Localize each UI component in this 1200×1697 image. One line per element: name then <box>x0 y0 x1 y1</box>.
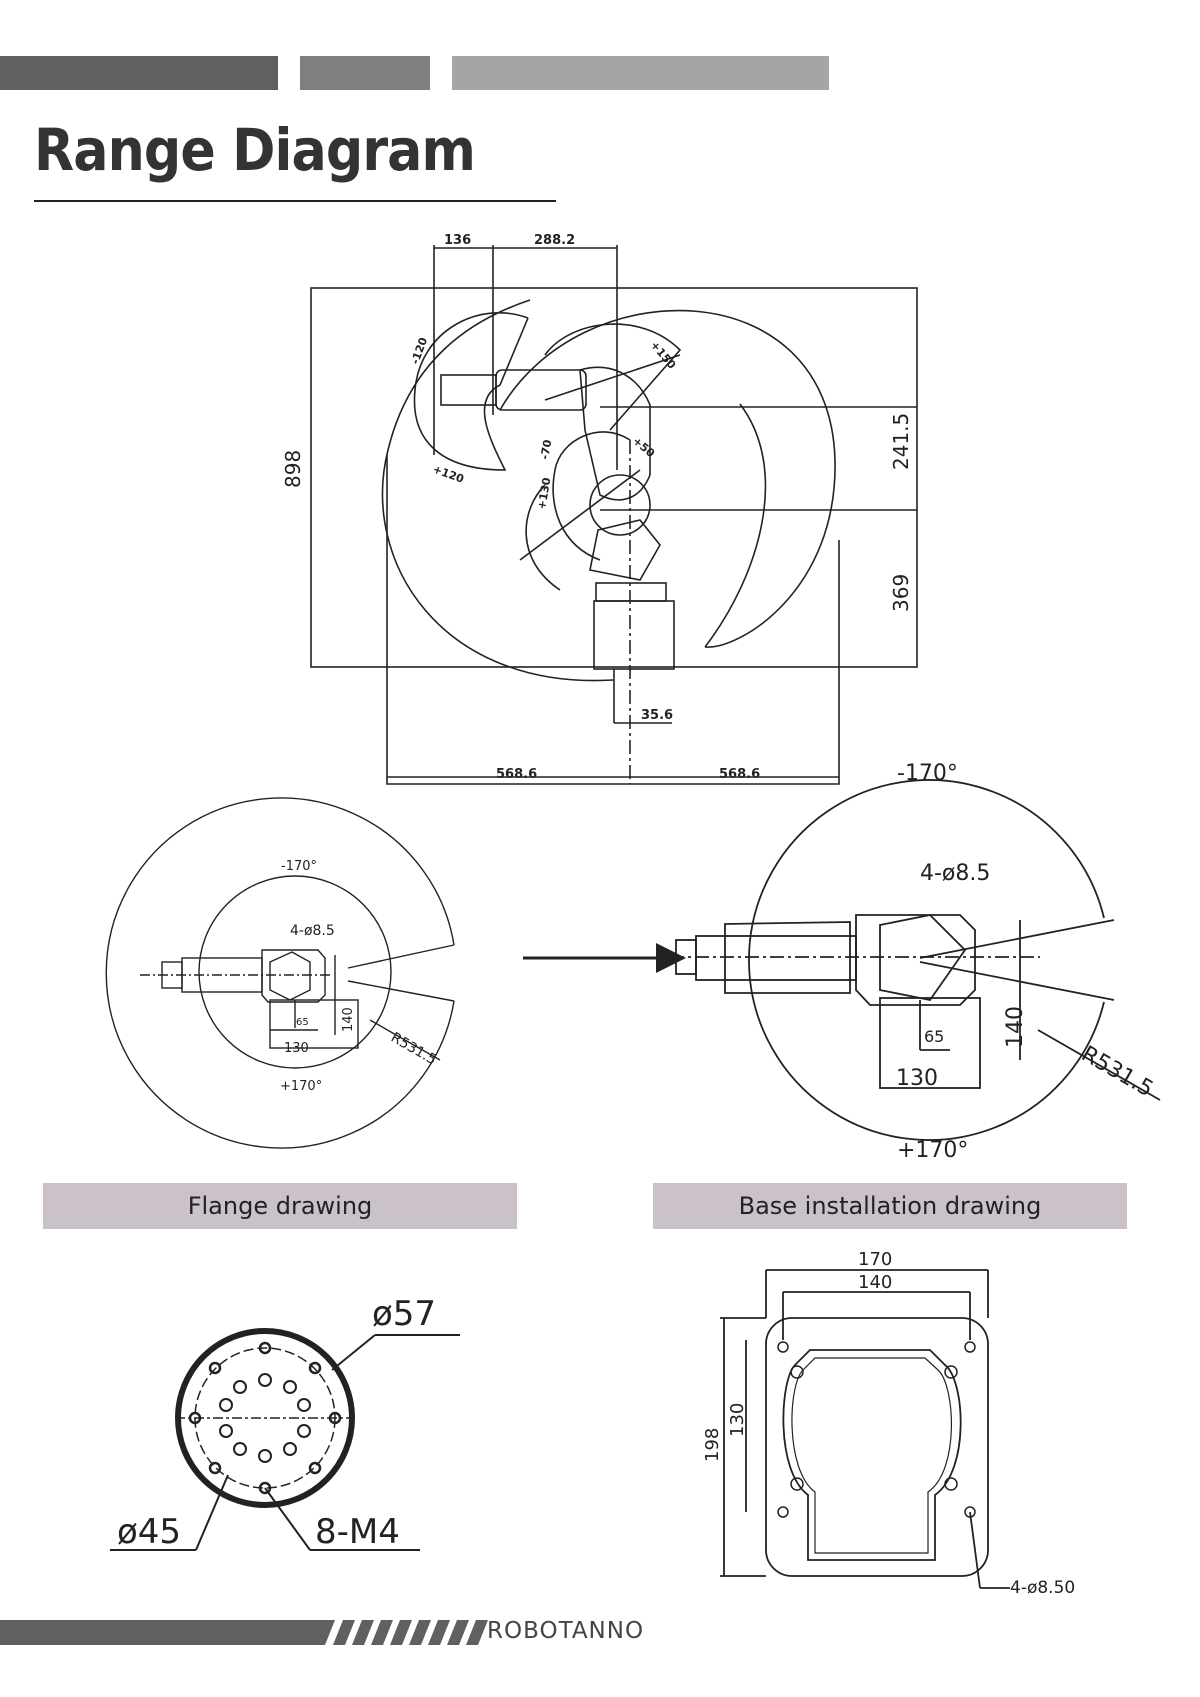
flange-holes-inner <box>219 1373 311 1463</box>
top-view-small <box>105 797 455 1149</box>
flange-holes-outer <box>188 1341 342 1495</box>
small-holes: 4-ø8.5 <box>290 923 335 939</box>
reach-arc-left <box>381 299 614 682</box>
reach-arc <box>499 309 836 648</box>
base-installation-drawing <box>720 1269 1010 1589</box>
flange-outer-dia: ø57 <box>372 1294 436 1334</box>
dim-136: 136 <box>444 233 471 248</box>
footer-decoration <box>0 1620 488 1645</box>
large-angle-top: -170° <box>897 761 958 786</box>
header-bar-mid <box>300 56 430 90</box>
caption-flange-drawing: Flange drawing <box>43 1183 517 1229</box>
dim-241-5: 241.5 <box>889 413 913 470</box>
side-view-drawing <box>310 245 918 785</box>
header-bar-light <box>452 56 829 90</box>
top-view-large-labels: -170° +170° 4-ø8.5 65 130 140 R531.5 <box>896 761 1157 1163</box>
tool-flange <box>440 374 497 406</box>
caption-base-text: Base installation drawing <box>738 1192 1042 1220</box>
dim-369: 369 <box>889 574 913 612</box>
large-holes: 4-ø8.5 <box>920 861 990 886</box>
large-dim-140: 140 <box>1003 1006 1028 1048</box>
inner-circle-small <box>198 875 392 1069</box>
dim-568-6-right: 568.6 <box>719 767 760 782</box>
small-dim-140: 140 <box>341 1007 356 1032</box>
reach-circle-large <box>748 779 1105 1141</box>
shoulder-joint <box>589 474 651 536</box>
page-title: Range Diagram <box>34 116 476 184</box>
caption-flange-text: Flange drawing <box>187 1192 373 1220</box>
large-dim-65: 65 <box>924 1027 944 1046</box>
width-frame <box>386 455 840 785</box>
small-angle-bottom: +170° <box>280 1079 322 1094</box>
flange-pcd: ø45 <box>117 1512 181 1552</box>
angle-plus-120: +120 <box>431 463 466 486</box>
small-dim-130: 130 <box>284 1041 309 1056</box>
flange-threads: 8-M4 <box>315 1512 400 1552</box>
dim-35-6: 35.6 <box>641 708 673 723</box>
brand-name: ROBOTANNO <box>487 1618 645 1644</box>
base-labels: 170 140 198 130 4-ø8.50 <box>702 1249 1075 1598</box>
base-height-130: 130 <box>727 1403 748 1437</box>
large-radius: R531.5 <box>1077 1042 1157 1103</box>
base-holes: 4-ø8.50 <box>1010 1578 1075 1598</box>
caption-base-installation: Base installation drawing <box>653 1183 1127 1229</box>
flange-drawing <box>110 1328 460 1551</box>
small-dim-65: 65 <box>296 1017 309 1028</box>
side-view-labels: 136 288.2 898 241.5 369 35.6 568.6 568.6… <box>281 233 913 782</box>
angle-plus-130: +130 <box>535 476 553 510</box>
height-frame <box>310 287 918 668</box>
top-view-small-labels: -170° +170° 4-ø8.5 65 130 140 R531.5 <box>280 859 439 1094</box>
base-plate <box>765 1317 989 1577</box>
base-inner-contour <box>782 1349 962 1561</box>
large-angle-bottom: +170° <box>897 1138 968 1163</box>
robot-base <box>593 600 675 670</box>
title-underline <box>34 200 556 202</box>
flange-labels: ø57 ø45 8-M4 <box>117 1294 436 1552</box>
dim-568-6-left: 568.6 <box>496 767 537 782</box>
base-width-140: 140 <box>858 1272 892 1293</box>
angle-plus-50: +50 <box>630 434 657 460</box>
base-height-198: 198 <box>702 1428 723 1462</box>
dim-288-2: 288.2 <box>534 233 575 248</box>
small-angle-top: -170° <box>281 859 317 874</box>
base-mount-holes <box>777 1341 976 1518</box>
dim-898: 898 <box>281 450 305 488</box>
small-radius: R531.5 <box>388 1030 439 1069</box>
reach-circle-small <box>105 797 455 1149</box>
large-dim-130: 130 <box>896 1066 938 1091</box>
angle-minus-70: -70 <box>538 438 554 460</box>
header-bar-dark <box>0 56 278 90</box>
top-view-large <box>670 779 1161 1141</box>
base-width-170: 170 <box>858 1249 892 1270</box>
elbow <box>579 366 651 501</box>
angle-minus-120: -120 <box>409 335 431 366</box>
